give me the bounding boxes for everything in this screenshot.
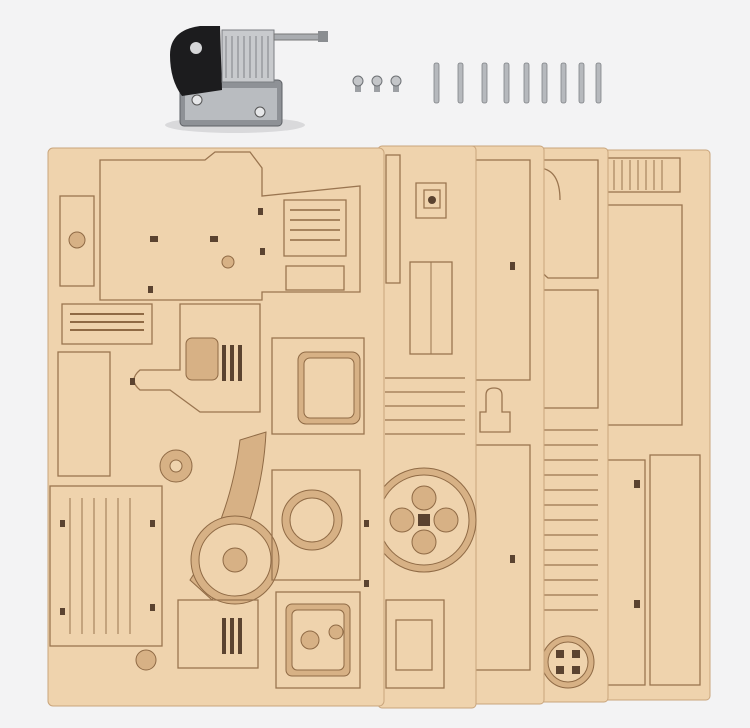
screws: [352, 75, 402, 92]
small-gear: [541, 635, 595, 689]
large-gear: [371, 467, 477, 573]
plywood-sheet-1: [47, 147, 385, 707]
metal-pins: [433, 62, 602, 104]
music-box-movement: [165, 26, 328, 133]
plywood-sheet-3: [467, 145, 545, 705]
plywood-sheet-5: [591, 149, 711, 701]
plywood-sheet-4: [531, 147, 609, 703]
plywood-sheet-2: [371, 145, 477, 709]
